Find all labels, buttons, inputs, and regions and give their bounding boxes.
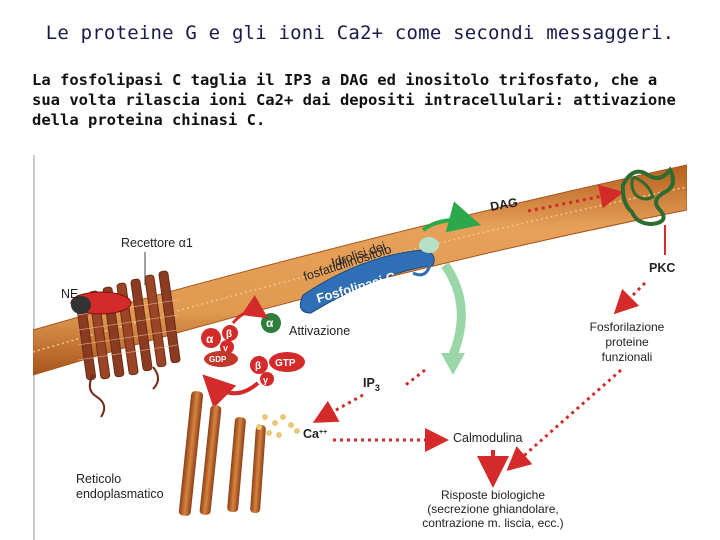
ne-label: NE (61, 287, 78, 301)
subtitle-line: della proteina chinasi C. (32, 111, 266, 129)
ca-label-main: Ca (303, 427, 320, 441)
ip3-release-arrow (441, 262, 466, 357)
dag-arrow (421, 201, 481, 233)
ip3-label-sub: 3 (375, 383, 380, 393)
gtp-beta-label: β (255, 361, 261, 372)
ca-label-sup: ++ (319, 429, 327, 436)
dag-to-pkc-arrow (527, 184, 624, 213)
subtitle-line: La fosfolipasi C taglia il IP3 a DAG ed … (32, 71, 658, 89)
subtitle: La fosfolipasi C taglia il IP3 a DAG ed … (32, 70, 692, 130)
plc-return-arrow (412, 259, 433, 277)
pkc-to-phosphorylation-arrow (613, 281, 647, 315)
g-beta-label: β (226, 329, 232, 340)
g-gamma-label: γ (223, 343, 228, 353)
ip3-to-ca-arrow (402, 368, 426, 389)
response-label-1: Risposte biologiche (441, 488, 545, 502)
subtitle-line: sua volta rilascia ioni Ca2+ dai deposit… (32, 91, 676, 109)
response-label-2: (secrezione ghiandolare, (427, 502, 558, 516)
phosphorylation-label-2: proteine (605, 335, 649, 349)
phosphorylation-to-response-arrow (506, 368, 622, 471)
signaling-diagram: Recettore α1 NE α β γ GDP β γ GTP α Atti… (33, 155, 687, 540)
ca-label: Ca++ (303, 427, 327, 441)
g-alpha-label: α (206, 332, 214, 346)
er-label-2: endoplasmatico (76, 487, 164, 501)
ip3-release-arrowhead (441, 353, 465, 375)
ne-ligand-dark (71, 296, 91, 314)
er-label-1: Reticolo (76, 472, 121, 486)
calcium-ions (256, 414, 300, 438)
receptor-label: Recettore α1 (121, 236, 193, 250)
dag-label: DAG (489, 195, 519, 214)
response-label-3: contrazione m. liscia, ecc.) (422, 516, 563, 530)
gdp-label: GDP (209, 355, 227, 364)
dag-molecule (419, 237, 439, 253)
phospholipase-c (299, 249, 435, 314)
pkc-protein (620, 166, 676, 227)
ip3-label: IP3 (363, 376, 380, 393)
pkc-label: PKC (649, 261, 675, 275)
g-protein-cycle-arrow (202, 374, 260, 409)
gtp-label: GTP (275, 358, 296, 369)
ip3-to-er-arrow (312, 393, 364, 423)
alpha-active-label: α (266, 316, 274, 330)
gtp-gamma-label: γ (263, 375, 268, 385)
g-protein-activation-arrow (231, 295, 268, 324)
g-protein-gtp: β γ GTP (250, 352, 305, 386)
g-protein-gdp: α β γ GDP (201, 325, 238, 367)
page-title: Le proteine G e gli ioni Ca2+ come secon… (45, 22, 675, 44)
phosphorylation-label-1: Fosforilazione (590, 320, 665, 334)
phosphorylation-label-3: funzionali (602, 350, 653, 364)
ip3-label-main: IP (363, 376, 375, 390)
calmodulin-label: Calmodulina (453, 431, 523, 445)
endoplasmic-reticulum (178, 391, 266, 516)
activation-label: Attivazione (289, 324, 350, 338)
